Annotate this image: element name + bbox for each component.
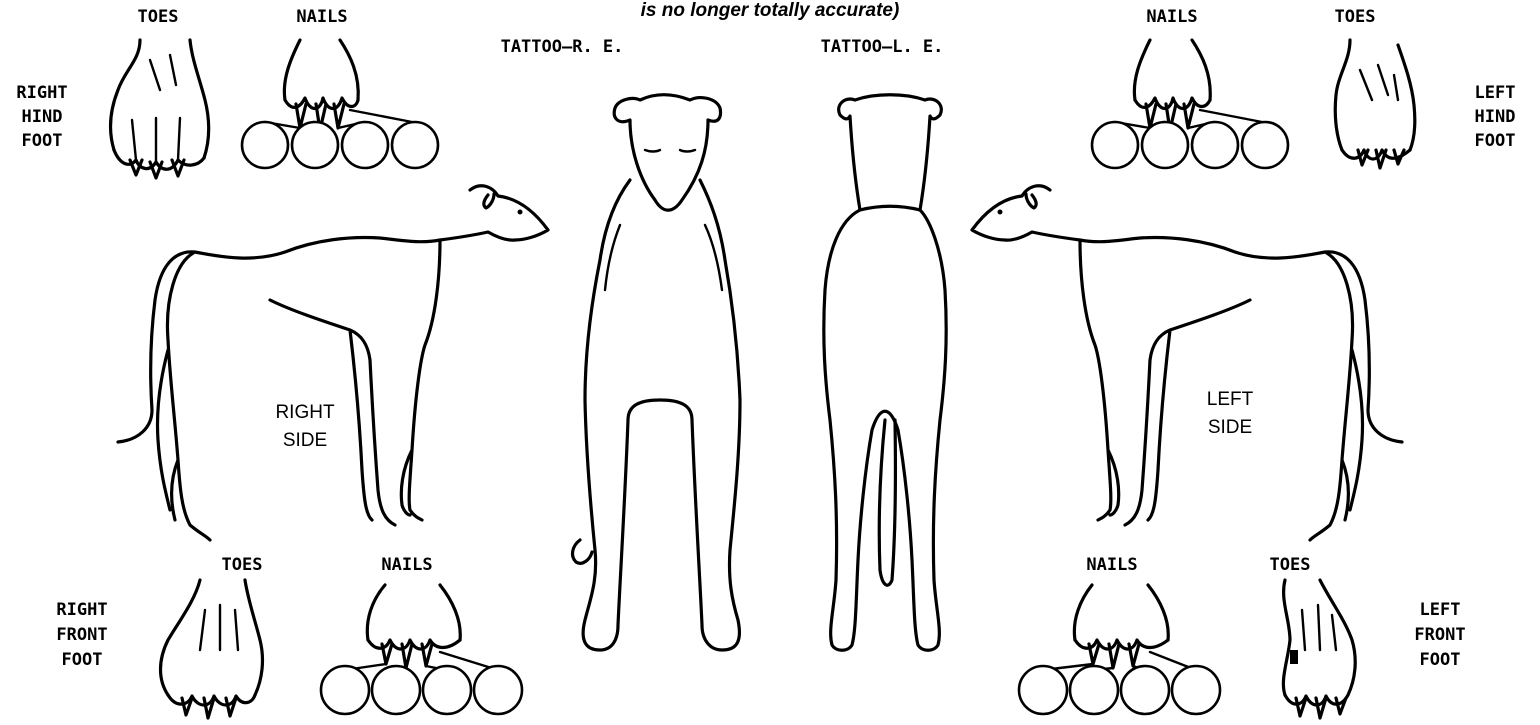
right-hind-foot-label-line3: FOOT xyxy=(22,131,63,151)
nail-circle[interactable] xyxy=(1172,666,1220,714)
dog-rear-view-icon xyxy=(824,95,946,651)
left-hind-nails-label: NAILS xyxy=(1146,7,1197,27)
right-front-foot-label: RIGHT FRONT FOOT xyxy=(56,600,107,670)
nail-circle[interactable] xyxy=(1070,666,1118,714)
right-front-nail-circles xyxy=(321,666,522,714)
left-hind-foot-label-line1: LEFT xyxy=(1475,83,1516,103)
left-hind-nail-circles xyxy=(1092,122,1288,168)
nail-circle[interactable] xyxy=(1192,122,1238,168)
dog-right-side-icon xyxy=(118,186,548,540)
nail-circle[interactable] xyxy=(242,122,288,168)
left-side-label: LEFT SIDE xyxy=(1207,389,1254,438)
tattoo-left-ear-label: TATTOO—L. E. xyxy=(821,37,944,57)
right-front-toes-label: TOES xyxy=(222,555,263,575)
right-side-label-line1: RIGHT xyxy=(275,402,335,423)
right-front-nails-label: NAILS xyxy=(381,555,432,575)
left-hind-foot-label-line2: HIND xyxy=(1475,107,1516,127)
right-hind-toes-label: TOES xyxy=(138,7,179,27)
left-hind-foot-label: LEFT HIND FOOT xyxy=(1475,83,1516,151)
left-front-foot-label: LEFT FRONT FOOT xyxy=(1414,600,1465,670)
left-side-label-line2: SIDE xyxy=(1208,417,1252,438)
nail-circle[interactable] xyxy=(1142,122,1188,168)
nail-circle[interactable] xyxy=(1092,122,1138,168)
left-front-toes-label: TOES xyxy=(1270,555,1311,575)
left-front-nails-label: NAILS xyxy=(1086,555,1137,575)
paw-nails-icon xyxy=(1115,40,1262,130)
right-front-foot-label-line1: RIGHT xyxy=(56,600,107,620)
nail-circle[interactable] xyxy=(392,122,438,168)
header-note: is no longer totally accurate) xyxy=(641,0,900,21)
paw-nails-icon xyxy=(1043,585,1196,670)
nail-circle[interactable] xyxy=(1242,122,1288,168)
right-hind-nail-circles xyxy=(242,122,438,168)
left-side-label-line1: LEFT xyxy=(1207,389,1254,410)
nail-circle[interactable] xyxy=(321,666,369,714)
left-front-nail-circles xyxy=(1019,666,1220,714)
paw-toes-icon xyxy=(111,40,209,178)
left-hind-foot-label-line3: FOOT xyxy=(1475,131,1516,151)
right-hind-foot-label-line1: RIGHT xyxy=(16,83,67,103)
paw-toes-icon xyxy=(1335,40,1415,168)
right-side-label: RIGHT SIDE xyxy=(275,402,335,451)
nail-circle[interactable] xyxy=(474,666,522,714)
paw-nails-icon xyxy=(345,585,498,670)
right-hind-foot-label: RIGHT HIND FOOT xyxy=(16,83,67,151)
left-front-foot-label-line3: FOOT xyxy=(1420,650,1461,670)
right-hind-nails-label: NAILS xyxy=(296,7,347,27)
paw-toes-icon xyxy=(161,580,263,718)
paw-nails-icon xyxy=(265,40,412,130)
tattoo-right-ear-label: TATTOO—R. E. xyxy=(501,37,624,57)
right-front-foot-label-line3: FOOT xyxy=(62,650,103,670)
dog-front-view-icon xyxy=(573,95,740,650)
nail-circle[interactable] xyxy=(372,666,420,714)
dog-left-side-icon xyxy=(972,186,1402,540)
nail-circle[interactable] xyxy=(423,666,471,714)
left-front-foot-label-line1: LEFT xyxy=(1420,600,1461,620)
left-hind-toes-label: TOES xyxy=(1335,7,1376,27)
nail-circle[interactable] xyxy=(342,122,388,168)
right-side-label-line2: SIDE xyxy=(283,430,327,451)
left-front-foot-label-line2: FRONT xyxy=(1414,625,1465,645)
paw-toes-icon xyxy=(1283,580,1355,718)
nail-circle[interactable] xyxy=(1019,666,1067,714)
nail-circle[interactable] xyxy=(1121,666,1169,714)
right-front-foot-label-line2: FRONT xyxy=(56,625,107,645)
right-hind-foot-label-line2: HIND xyxy=(22,107,63,127)
nail-circle[interactable] xyxy=(292,122,338,168)
